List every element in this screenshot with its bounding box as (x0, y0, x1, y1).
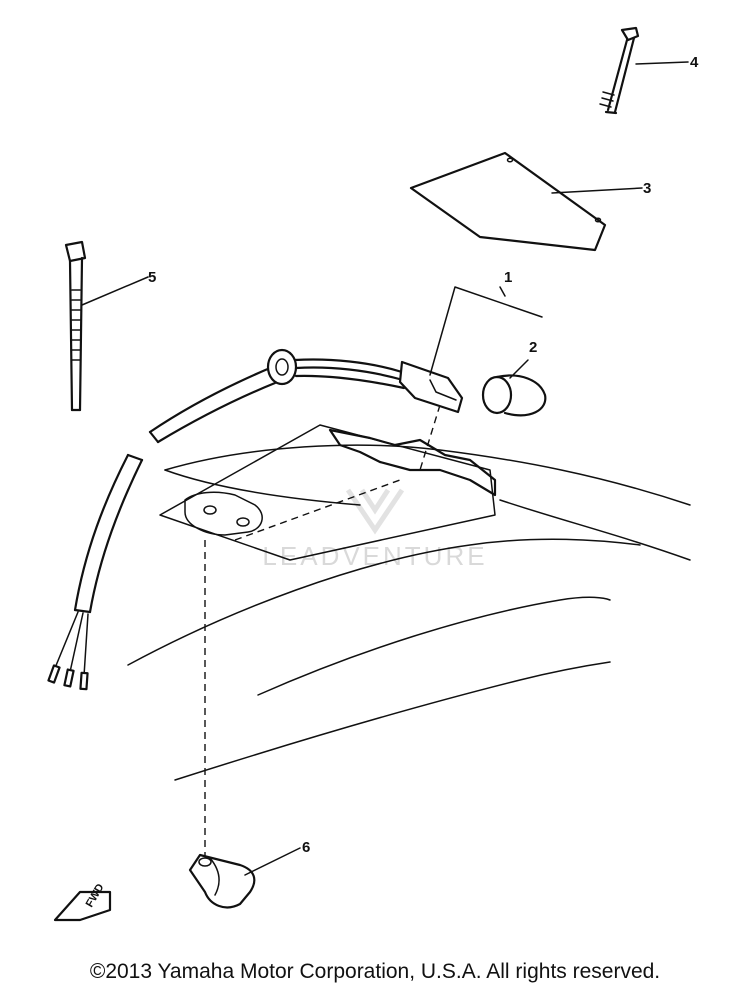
cap-part (481, 374, 547, 417)
fwd-indicator: FWD (53, 882, 112, 922)
copyright-footer: ©2013 Yamaha Motor Corporation, U.S.A. A… (89, 960, 661, 983)
leader-lines (81, 61, 689, 876)
wire-harness-part (47, 453, 144, 691)
bolt-part (599, 26, 640, 115)
cable-tie-part (64, 240, 87, 412)
plate-part (409, 151, 607, 252)
hull-contour (127, 444, 691, 781)
callout-3: 3 (643, 180, 651, 197)
watermark-text: LEADVENTURE (262, 541, 487, 571)
assembly-lines (204, 404, 441, 860)
mounting-recess (159, 424, 497, 561)
fwd-label: FWD (84, 882, 107, 910)
sensor-harness-part (148, 348, 464, 444)
callout-1: 1 (504, 269, 512, 286)
callout-5: 5 (148, 269, 156, 286)
clamp-part (188, 853, 256, 909)
callout-2: 2 (529, 339, 537, 356)
callout-4: 4 (690, 54, 699, 71)
callout-6: 6 (302, 839, 310, 856)
